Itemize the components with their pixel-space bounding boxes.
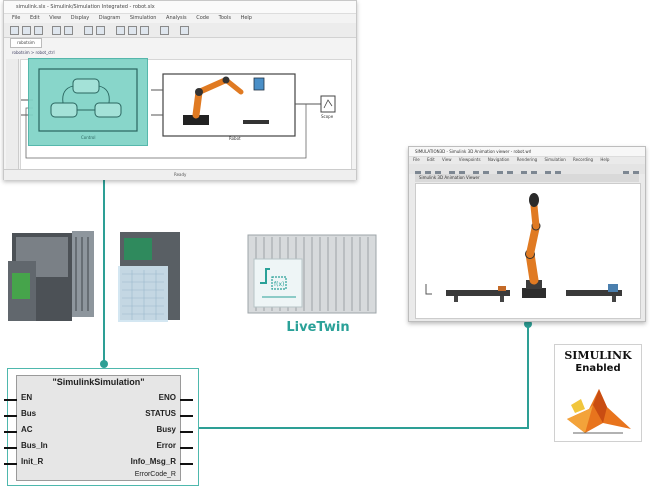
logo-line2: Enabled	[575, 363, 621, 374]
3d-viewer-window: SIMULATION3D - Simulink 3D Animation vie…	[408, 146, 646, 322]
stop-icon[interactable]	[140, 26, 149, 35]
save-icon[interactable]	[34, 26, 43, 35]
robot-block-label: Robot	[229, 136, 241, 141]
build-icon[interactable]	[160, 26, 169, 35]
output-label-errorcode: ErrorCode_R	[134, 471, 176, 478]
output-label-info: Info_Msg_R	[130, 457, 176, 466]
menu-item[interactable]: Help	[600, 157, 610, 162]
input-label-bus-in: Bus_In	[21, 441, 48, 450]
menu-item[interactable]: Diagram	[98, 15, 121, 21]
simulink-toolbar	[4, 23, 356, 38]
model-diagram: Robot Scope	[21, 73, 336, 159]
svg-text:f(x): f(x)	[274, 281, 284, 288]
sim-time-field[interactable]	[180, 26, 189, 35]
viewer-toolbar[interactable]	[409, 164, 645, 177]
menu-item[interactable]: Analysis	[166, 15, 187, 21]
output-pin[interactable]	[180, 447, 193, 449]
input-pin[interactable]	[4, 431, 17, 433]
menu-item[interactable]: Viewpoints	[458, 157, 481, 162]
input-pin[interactable]	[4, 447, 17, 449]
livetwin-device-image: f(x)	[246, 233, 378, 315]
undo-icon[interactable]	[52, 26, 61, 35]
logo-line1: SIMULINK	[564, 349, 632, 362]
new-model-icon[interactable]	[10, 26, 19, 35]
state-machine-diagram: Control	[38, 68, 138, 140]
3d-scene[interactable]	[415, 183, 641, 319]
control-label: Control	[81, 135, 95, 140]
menu-item[interactable]: File	[413, 157, 420, 162]
input-label-bus: Bus	[21, 409, 37, 418]
viewer-title: SIMULATION3D - Simulink 3D Animation vie…	[409, 147, 645, 157]
redo-icon[interactable]	[64, 26, 73, 35]
input-pin[interactable]	[4, 399, 17, 401]
menu-item[interactable]: Edit	[29, 15, 40, 21]
control-subsystem-highlight[interactable]: Control	[28, 58, 148, 146]
output-label-error: Error	[156, 441, 176, 450]
output-label-eno: ENO	[158, 393, 176, 402]
simulink-enabled-logo: SIMULINK Enabled	[554, 344, 642, 442]
viewer-inner-bar: Simulink 3D Animation Viewer	[415, 174, 639, 182]
menu-item[interactable]: File	[12, 15, 21, 21]
output-label-busy: Busy	[156, 425, 176, 434]
output-pin[interactable]	[180, 431, 193, 433]
input-label-en: EN	[21, 393, 33, 402]
livetwin-label: LiveTwin	[286, 320, 350, 335]
menu-item[interactable]: Code	[196, 15, 210, 21]
input-pin[interactable]	[4, 415, 17, 417]
output-label-status: STATUS	[145, 409, 176, 418]
library-icon[interactable]	[84, 26, 93, 35]
menu-item[interactable]: Edit	[426, 157, 435, 162]
scope-label: Scope	[321, 114, 334, 119]
robot-3d-scene	[425, 193, 622, 302]
status-text: Ready	[174, 172, 187, 177]
menu-item[interactable]: Display	[70, 15, 90, 21]
model-settings-icon[interactable]	[96, 26, 105, 35]
input-label-init: Init_R	[21, 457, 44, 466]
menu-item[interactable]: Help	[240, 15, 252, 21]
menu-item[interactable]: Simulation	[129, 15, 157, 21]
menu-item[interactable]: View	[442, 157, 452, 162]
breadcrumb[interactable]: robotsim > robot_ctrl	[12, 50, 55, 55]
input-label-ac: AC	[21, 425, 33, 434]
output-pin[interactable]	[180, 463, 193, 465]
run-icon[interactable]	[116, 26, 125, 35]
tab-model[interactable]: robotsim	[10, 38, 42, 48]
plc-controller-image	[8, 227, 98, 323]
output-pin[interactable]	[180, 399, 193, 401]
step-icon[interactable]	[128, 26, 137, 35]
viewer-menu-bar: File Edit View Viewpoints Navigation Ren…	[409, 156, 645, 164]
simulink-window-title: simulink.slx - Simulink/Simulation Integ…	[4, 1, 356, 14]
simulink-menu-bar: File Edit View Display Diagram Simulatio…	[4, 13, 356, 23]
menu-item[interactable]: View	[49, 15, 62, 21]
hmi-panel-image	[118, 232, 182, 322]
function-block-title: "SimulinkSimulation"	[52, 377, 145, 387]
simulink-simulation-function-block[interactable]: "SimulinkSimulation" EN Bus AC Bus_In In…	[4, 375, 193, 481]
menu-item[interactable]: Rendering	[516, 157, 538, 162]
menu-item[interactable]: Recording	[573, 157, 594, 162]
canvas-palette[interactable]	[6, 59, 19, 169]
matlab-membrane-icon	[567, 389, 631, 434]
open-icon[interactable]	[22, 26, 31, 35]
output-pin[interactable]	[180, 415, 193, 417]
menu-item[interactable]: Tools	[218, 15, 231, 21]
status-bar: Ready	[4, 169, 356, 180]
simulink-window: simulink.slx - Simulink/Simulation Integ…	[3, 0, 357, 180]
input-pin[interactable]	[4, 463, 17, 465]
menu-item[interactable]: Simulation	[544, 157, 566, 162]
menu-item[interactable]: Navigation	[487, 157, 510, 162]
